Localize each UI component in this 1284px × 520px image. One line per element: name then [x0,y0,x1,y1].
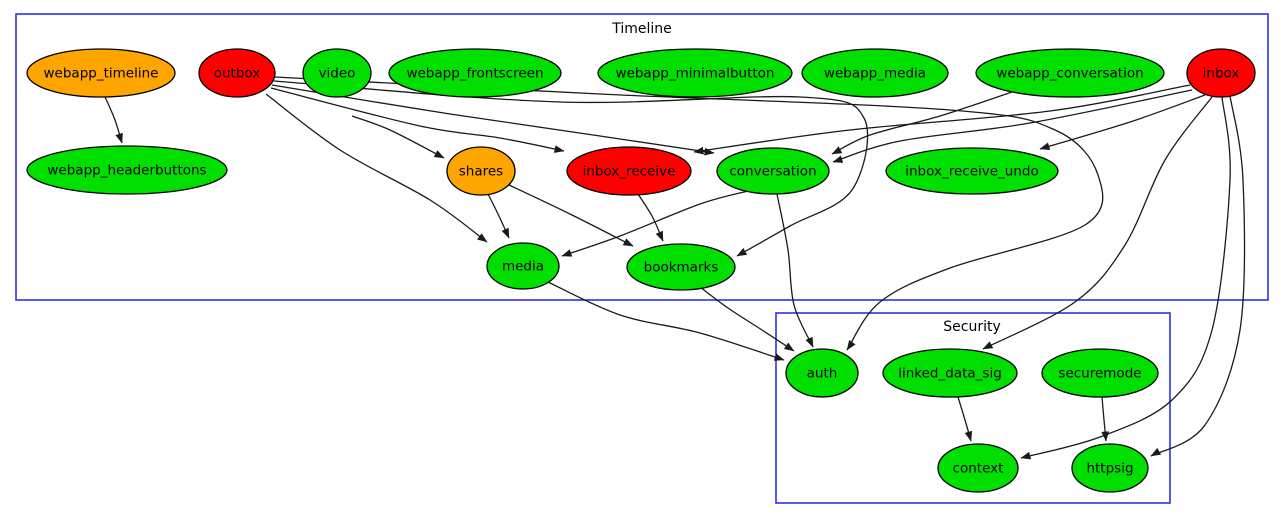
node-webapp_frontscreen-label: webapp_frontscreen [406,66,543,82]
node-securemode: securemode [1041,348,1159,398]
node-httpsig: httpsig [1071,443,1149,493]
node-webapp_headerbuttons: webapp_headerbuttons [26,145,228,195]
node-conversation-label: conversation [729,164,816,180]
node-outbox-shape [198,48,276,98]
node-inbox: inbox [1186,48,1256,98]
node-conversation-shape [716,147,830,195]
edge-outbox-to-auth [274,76,1104,351]
node-webapp_timeline-label: webapp_timeline [44,66,159,82]
node-outbox-label: outbox [214,66,261,82]
edge-linked_data_sig-to-context [957,396,973,442]
node-webapp_minimalbutton-shape [597,48,793,98]
node-bookmarks-label: bookmarks [644,260,719,276]
node-webapp_headerbuttons-label: webapp_headerbuttons [47,163,206,179]
node-auth-shape [785,348,859,398]
edge-inbox-to-inbox_receive_undo [1039,94,1206,151]
edge-video-to-shares [351,115,445,159]
node-auth: auth [785,348,859,398]
node-shares: shares [446,146,516,196]
node-shares-shape [446,146,516,196]
edge-conversation-to-media [561,190,749,257]
node-linked_data_sig: linked_data_sig [882,348,1018,398]
node-media: media [486,242,560,290]
node-securemode-shape [1041,348,1159,398]
node-inbox_receive-label: inbox_receive [583,164,676,180]
node-webapp_minimalbutton-label: webapp_minimalbutton [616,66,775,82]
node-webapp_conversation-label: webapp_conversation [996,66,1143,82]
edge-inbox-to-linked_data_sig [982,96,1213,350]
node-inbox_receive-shape [566,146,692,196]
node-inbox_receive_undo-label: inbox_receive_undo [905,164,1038,180]
edge-inbox-to-context [1020,96,1231,460]
node-inbox-shape [1186,48,1256,98]
node-inbox_receive_undo-shape [885,147,1059,195]
edge-outbox-to-media [265,93,488,243]
node-httpsig-shape [1071,443,1149,493]
node-inbox_receive: inbox_receive [566,146,692,196]
edge-media-to-auth [547,281,785,361]
node-webapp_headerbuttons-shape [26,145,228,195]
node-outbox: outbox [198,48,276,98]
node-conversation: conversation [716,147,830,195]
node-linked_data_sig-label: linked_data_sig [898,366,1002,382]
node-securemode-label: securemode [1058,366,1141,382]
node-context: context [937,443,1019,493]
node-shares-label: shares [459,164,503,180]
edge-conversation-to-auth [776,193,814,348]
node-video: video [302,48,372,98]
node-webapp_minimalbutton: webapp_minimalbutton [597,48,793,98]
cluster-timeline-label: Timeline [611,21,672,37]
cluster-timeline-box [15,13,1269,301]
node-video-shape [302,48,372,98]
node-media-label: media [502,259,544,275]
edge-inbox_receive-to-bookmarks [637,193,664,242]
node-media-shape [486,242,560,290]
edge-bookmarks-to-auth [699,286,795,352]
edge-inbox-to-httpsig [1150,95,1246,457]
node-webapp_frontscreen-shape [388,48,562,98]
node-video-label: video [319,66,356,82]
node-bookmarks-shape [626,243,736,291]
node-bookmarks: bookmarks [626,243,736,291]
node-webapp_media: webapp_media [801,48,949,98]
edge-inbox-to-inbox_receive [693,84,1191,155]
node-webapp_frontscreen: webapp_frontscreen [388,48,562,98]
node-webapp_timeline-shape [26,48,176,98]
node-webapp_media-label: webapp_media [824,66,926,82]
edge-inbox-to-conversation [832,89,1193,163]
node-httpsig-label: httpsig [1086,461,1133,477]
edge-outbox-to-inbox_receive [270,87,565,153]
cluster-security-box [775,312,1171,504]
edge-securemode-to-httpsig [1101,396,1110,442]
node-auth-label: auth [807,366,838,382]
node-linked_data_sig-shape [882,348,1018,398]
node-inbox_receive_undo: inbox_receive_undo [885,147,1059,195]
node-inbox-label: inbox [1203,66,1240,82]
node-context-label: context [953,461,1004,477]
node-webapp_conversation-shape [975,48,1165,98]
node-webapp_conversation: webapp_conversation [975,48,1165,98]
edge-shares-to-bookmarks [508,184,634,247]
edge-shares-to-media [487,193,510,239]
node-webapp_media-shape [801,48,949,98]
node-webapp_timeline: webapp_timeline [26,48,176,98]
cluster-security-label: Security [943,319,1001,335]
edge-webapp_timeline-to-webapp_headerbuttons [104,96,123,144]
node-context-shape [937,443,1019,493]
